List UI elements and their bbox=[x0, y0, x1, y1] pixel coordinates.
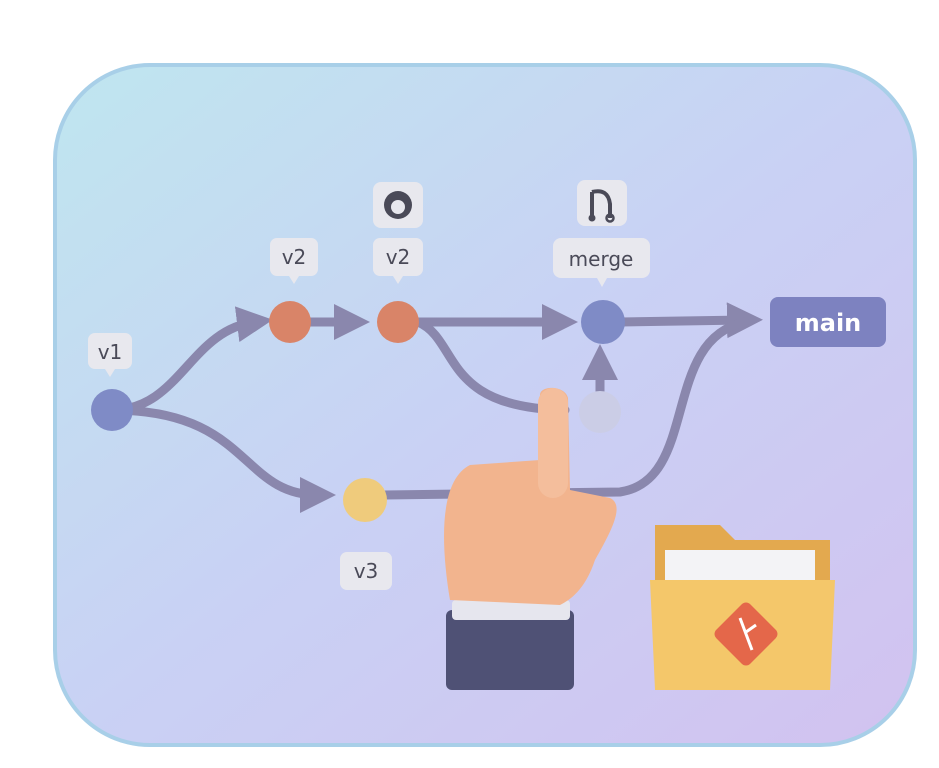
label-v2-second: v2 bbox=[373, 238, 423, 284]
commit-merge[interactable] bbox=[581, 300, 625, 344]
label-v2-first: v2 bbox=[270, 238, 318, 284]
svg-text:v2: v2 bbox=[386, 245, 411, 269]
merge-icon bbox=[577, 180, 627, 226]
svg-text:merge: merge bbox=[569, 247, 634, 271]
git-folder-icon bbox=[650, 525, 835, 690]
commit-pending[interactable] bbox=[579, 391, 621, 433]
svg-text:v3: v3 bbox=[354, 559, 379, 583]
commit-v3[interactable] bbox=[343, 478, 387, 522]
svg-text:v1: v1 bbox=[98, 340, 123, 364]
commit-v2-second[interactable] bbox=[377, 301, 419, 343]
commit-v1[interactable] bbox=[91, 389, 133, 431]
github-icon bbox=[373, 182, 423, 228]
svg-text:v2: v2 bbox=[282, 245, 307, 269]
commit-v2-first[interactable] bbox=[269, 301, 311, 343]
branch-line-merge-to-main bbox=[615, 302, 763, 339]
svg-text:main: main bbox=[795, 309, 862, 337]
hand-pointer-icon bbox=[444, 387, 617, 690]
branch-line-v2-to-pending bbox=[413, 317, 570, 415]
label-v3: v3 bbox=[340, 552, 392, 590]
label-merge: merge bbox=[553, 238, 650, 287]
branch-line-v3-to-main bbox=[380, 317, 750, 500]
label-v1: v1 bbox=[88, 333, 132, 377]
branch-line-v1-to-v3 bbox=[107, 405, 336, 513]
main-branch-tag[interactable]: main bbox=[770, 297, 886, 347]
